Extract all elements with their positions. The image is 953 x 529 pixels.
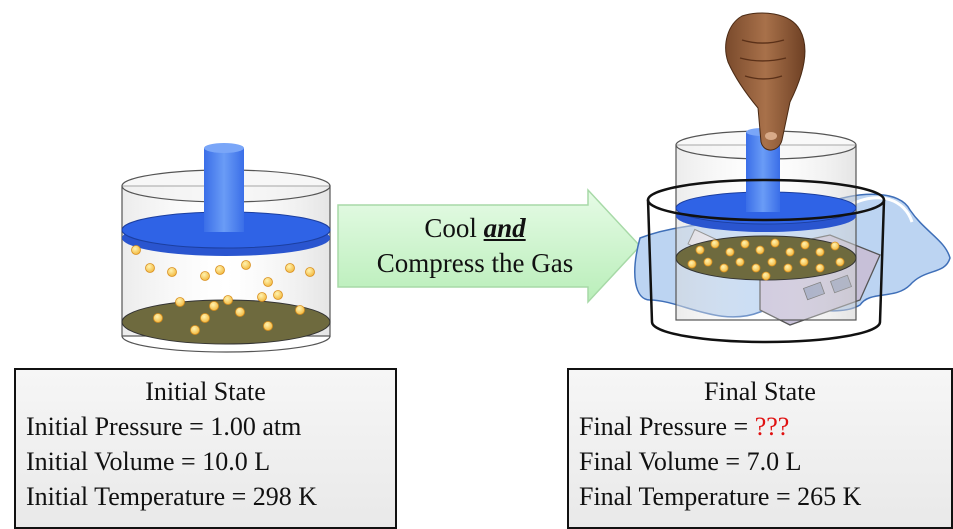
final-temperature: Final Temperature = 265 K <box>579 482 862 511</box>
initial-piston-rod <box>204 148 244 232</box>
unknown-pressure-value: ??? <box>754 412 790 441</box>
arrow-label-and: and <box>483 213 526 243</box>
initial-gas-particles <box>131 245 315 335</box>
initial-state-box: Initial State Initial Pressure = 1.00 at… <box>14 368 397 529</box>
final-volume: Final Volume = 7.0 L <box>579 447 802 476</box>
final-state-title: Final State <box>704 377 816 406</box>
initial-cylinder <box>121 143 331 353</box>
initial-pressure: Initial Pressure = 1.00 atm <box>26 412 302 441</box>
right-arrow-icon <box>337 188 642 304</box>
arrow-label-line2: Compress the Gas <box>376 248 574 278</box>
initial-volume: Initial Volume = 10.0 L <box>26 447 271 476</box>
final-gas-particles <box>687 238 845 281</box>
pointing-hand-icon <box>725 12 806 151</box>
arrow-label-cool: Cool <box>424 213 484 243</box>
final-pressure: Final Pressure = ??? <box>579 412 790 441</box>
final-cylinder <box>646 128 886 344</box>
arrow-label-line1: Cool and <box>340 211 610 245</box>
initial-temperature: Initial Temperature = 298 K <box>26 482 318 511</box>
initial-state-title: Initial State <box>145 377 266 406</box>
final-state-box: Final State Final Pressure = ??? Final V… <box>567 368 953 529</box>
